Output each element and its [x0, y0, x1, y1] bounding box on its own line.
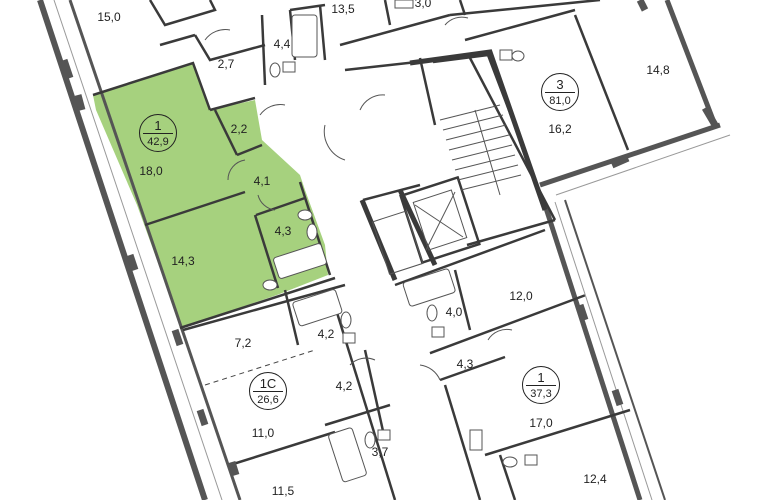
room-area-label: 11,0 [251, 426, 275, 440]
room-area-label: 4,4 [273, 37, 291, 51]
room-area-label: 13,5 [331, 2, 355, 16]
room-area-label: 3,7 [371, 445, 389, 459]
windows [60, 0, 719, 477]
room-area-label: 3,0 [414, 0, 432, 10]
badge-divider [253, 391, 283, 392]
badge-rooms: 1C [259, 376, 277, 391]
room-area-label: 4,3 [274, 224, 292, 238]
room-area-label: 15,0 [97, 10, 121, 24]
core-walls [359, 49, 548, 281]
room-area-label: 4,3 [456, 357, 474, 371]
room-area-label: 16,2 [548, 122, 572, 136]
interior-walls [92, 0, 631, 500]
badge-rooms: 1 [537, 370, 545, 385]
badge-divider [143, 133, 173, 134]
door-swings [204, 16, 513, 381]
room-area-label: 12,0 [509, 289, 533, 303]
badge-divider [545, 92, 575, 93]
room-area-label: 18,0 [139, 164, 163, 178]
room-area-label: 4,0 [445, 305, 463, 319]
room-area-label: 11,5 [271, 484, 295, 498]
stairs [439, 104, 522, 196]
room-area-label: 14,3 [171, 254, 195, 268]
room-area-label: 17,0 [529, 416, 553, 430]
badge-area: 81,0 [549, 95, 571, 107]
room-area-label: 4,1 [253, 174, 271, 188]
room-area-label: 2,7 [217, 57, 235, 71]
badge-rooms: 1 [154, 118, 162, 133]
badge-area: 26,6 [257, 394, 279, 406]
selected-apartment-area[interactable] [93, 63, 328, 328]
badge-divider [526, 385, 556, 386]
room-area-label: 2,2 [230, 122, 248, 136]
left-facade [37, 0, 242, 500]
room-area-label: 7,2 [234, 336, 252, 350]
room-area-label: 4,2 [317, 327, 335, 341]
bathroom-fixtures [262, 0, 538, 483]
zone-divider [204, 349, 316, 386]
selected-apartment-badge[interactable]: 1 42,9 [139, 114, 177, 152]
room-area-label: 12,4 [583, 472, 607, 486]
right-facade-lower [542, 199, 666, 500]
room-area-label: 14,8 [646, 63, 670, 77]
apartment-badge-1-right[interactable]: 1 37,3 [522, 366, 560, 404]
right-facade-upper [539, 0, 731, 196]
room-area-label: 4,2 [335, 379, 353, 393]
badge-area: 37,3 [530, 388, 552, 400]
badge-area: 42,9 [147, 136, 169, 148]
elevator-shafts [371, 189, 468, 275]
apartment-badge-1c[interactable]: 1C 26,6 [249, 372, 287, 410]
apartment-badge-3[interactable]: 3 81,0 [541, 73, 579, 111]
badge-rooms: 3 [556, 77, 564, 92]
